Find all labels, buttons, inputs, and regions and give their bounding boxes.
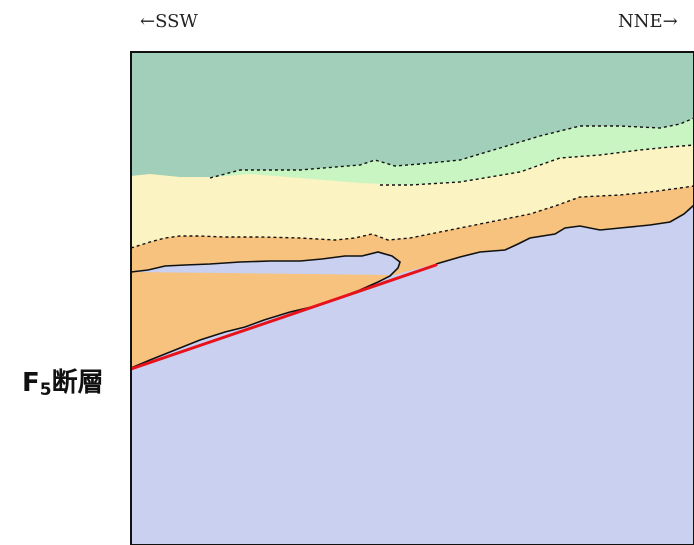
fault-name: F bbox=[22, 368, 40, 398]
fault-label: F5断層 bbox=[22, 366, 104, 400]
contact-orange-top bbox=[131, 185, 694, 249]
contact-cream-top bbox=[380, 144, 694, 186]
layer-basement-unit bbox=[131, 205, 694, 545]
basement-top-contact-east bbox=[435, 204, 694, 265]
basement-top-contact bbox=[131, 251, 401, 369]
fault-number: 5 bbox=[39, 380, 52, 400]
direction-nne-label: NNE→ bbox=[618, 11, 678, 32]
f5-fault-line bbox=[131, 263, 438, 371]
section-frame bbox=[130, 51, 694, 545]
direction-ssw-label: ←SSW bbox=[140, 11, 198, 32]
fault-suffix: 断層 bbox=[51, 368, 104, 398]
contact-light-green-top bbox=[209, 117, 694, 179]
